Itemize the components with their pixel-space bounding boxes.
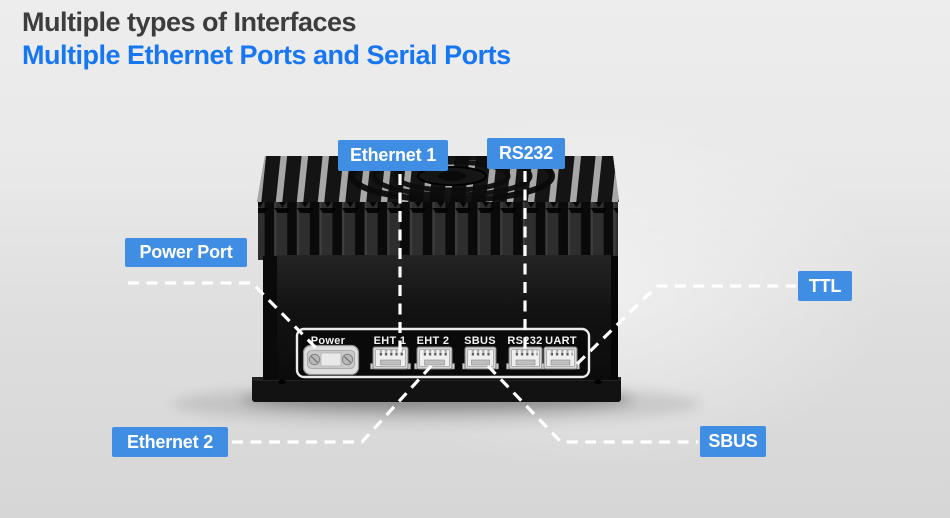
page-subtitle: Multiple Ethernet Ports and Serial Ports — [22, 40, 511, 70]
callout-power-port: Power Port — [125, 238, 247, 267]
sbus-connector — [462, 346, 499, 370]
port-label-eht1: EHT 1 — [374, 335, 407, 347]
line-power-port — [128, 281, 320, 352]
port-label-sbus: SBUS — [464, 335, 496, 347]
flange-screw-hole-right — [594, 379, 602, 385]
callout-lines — [128, 171, 796, 444]
uart-connector — [541, 346, 580, 370]
page-title: Multiple types of Interfaces — [22, 7, 357, 37]
eht2-connector — [414, 346, 455, 370]
rs232-connector — [506, 346, 545, 370]
device-base-flange — [252, 377, 621, 402]
port-label-uart: UART — [545, 335, 577, 347]
callout-ttl: TTL — [798, 271, 852, 301]
cooling-fan — [349, 156, 555, 202]
heatsink-fins — [258, 200, 618, 260]
flange-screw-hole-left — [278, 379, 286, 385]
callout-sbus: SBUS — [700, 426, 766, 457]
port-label-eht2: EHT 2 — [417, 335, 450, 347]
callout-rs232: RS232 — [487, 138, 565, 169]
line-ttl — [575, 284, 796, 366]
callout-ethernet-2: Ethernet 2 — [112, 427, 228, 457]
port-panel: Power EHT 1 EHT 2 SBUS RS232 UART — [295, 327, 591, 379]
device-left-side — [263, 256, 278, 380]
power-connector — [302, 344, 360, 376]
line-ethernet-2 — [232, 362, 435, 444]
port-label-power: Power — [311, 335, 346, 347]
callout-ethernet-1: Ethernet 1 — [338, 140, 448, 171]
eht1-connector — [370, 346, 411, 370]
header: Multiple types of Interfaces Multiple Et… — [22, 6, 511, 71]
